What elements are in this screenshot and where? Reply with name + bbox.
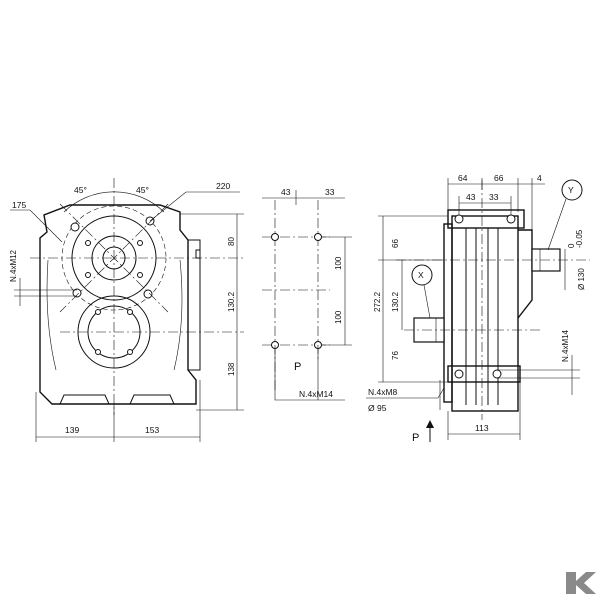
front-hole-bl <box>72 288 82 298</box>
flange-holes-m14: N.4xM14 <box>299 389 333 399</box>
side-callout-x: X <box>418 270 424 280</box>
front-diag-2 <box>59 203 169 313</box>
front-dim-138: 138 <box>227 362 236 376</box>
side-holes-m14: N.4xM14 <box>561 329 570 362</box>
side-hole-bot-1 <box>454 369 464 379</box>
front-small-hole-4 <box>137 272 143 278</box>
front-view: 45° 45° 220 175 N.4xM12 80 130.2 138 139… <box>9 178 244 442</box>
side-right-step <box>517 229 533 319</box>
side-top-flange <box>447 209 525 229</box>
front-dim-175: 175 <box>12 200 26 210</box>
side-label-p: P <box>412 432 419 444</box>
side-bottom-flange <box>447 365 521 383</box>
side-p-arrow-head <box>426 420 434 428</box>
side-hole-top-1 <box>454 214 464 224</box>
side-dim-4: 4 <box>537 173 542 183</box>
front-dim-220: 220 <box>216 181 230 191</box>
front-hole-tl <box>70 222 80 232</box>
side-callout-y: Y <box>568 185 574 195</box>
front-small-hole-3 <box>85 272 91 278</box>
side-dim-272: 272.2 <box>373 291 382 312</box>
side-dim-66-v: 66 <box>391 239 400 248</box>
side-dim-130-v: 130.2 <box>391 291 400 312</box>
side-dim-shaft-tol-lower: -0.05 <box>575 229 584 248</box>
side-dim-shaft-tol-upper: 0 <box>567 243 576 248</box>
side-view: 64 66 4 43 33 Y X 66 272.2 130.2 76 Ø 13… <box>366 173 590 444</box>
side-holes-m8: N.4xM8 <box>368 387 398 397</box>
side-dim-66: 66 <box>494 173 504 183</box>
side-dim-shaft: Ø 130 <box>577 268 586 290</box>
front-angle-left: 45° <box>74 185 87 195</box>
side-dim-43: 43 <box>466 192 476 202</box>
front-side-rib <box>188 239 201 371</box>
front-angle-right: 45° <box>136 185 149 195</box>
front-leader-220 <box>149 191 240 222</box>
front-housing-inner <box>46 259 183 371</box>
flange-label-p: P <box>294 361 301 373</box>
flange-hole-tr <box>314 233 322 241</box>
side-leader-m8 <box>366 387 445 399</box>
flange-dim-43: 43 <box>281 187 291 197</box>
front-leader-175 <box>10 209 63 243</box>
front-foot-recess <box>59 394 175 405</box>
front-dim-153: 153 <box>145 425 159 435</box>
side-dim-95: Ø 95 <box>368 403 387 413</box>
side-dim-33: 33 <box>489 192 499 202</box>
front-holes-m12: N.4xM12 <box>9 249 18 282</box>
side-callout-y-leader <box>547 198 567 251</box>
front-dim-130-2: 130.2 <box>227 291 236 312</box>
front-small-hole-2 <box>137 240 143 246</box>
flange-dim-100-bottom: 100 <box>334 310 343 324</box>
brand-logo-mark <box>566 572 596 594</box>
side-hole-top-2 <box>506 214 516 224</box>
front-lower-hole-1 <box>95 309 101 315</box>
flange-dim-100-top: 100 <box>334 256 343 270</box>
front-dim-80: 80 <box>227 237 236 246</box>
front-dim-139: 139 <box>65 425 79 435</box>
side-dim-64: 64 <box>458 173 468 183</box>
front-lower-hole-4 <box>127 349 133 355</box>
front-hole-br <box>143 289 153 299</box>
side-callout-y-circle <box>561 179 583 201</box>
side-callout-x-leader <box>423 284 431 319</box>
front-housing-outline <box>39 204 197 405</box>
flange-dim-33: 33 <box>325 187 335 197</box>
side-callout-x-circle <box>411 264 433 286</box>
flange-view: 43 33 100 100 P N.4xM14 <box>262 187 352 401</box>
brand-logo <box>566 572 596 594</box>
front-lower-hole-2 <box>127 309 133 315</box>
flange-leader-m14 <box>274 345 345 401</box>
side-hole-bot-2 <box>492 369 502 379</box>
flange-hole-tl <box>271 233 279 241</box>
front-lower-hole-3 <box>95 349 101 355</box>
front-side-plug <box>195 249 201 259</box>
front-angle-arc <box>63 191 165 213</box>
side-dim-113: 113 <box>475 423 489 433</box>
side-dim-76: 76 <box>391 351 400 360</box>
front-small-hole-1 <box>85 240 91 246</box>
